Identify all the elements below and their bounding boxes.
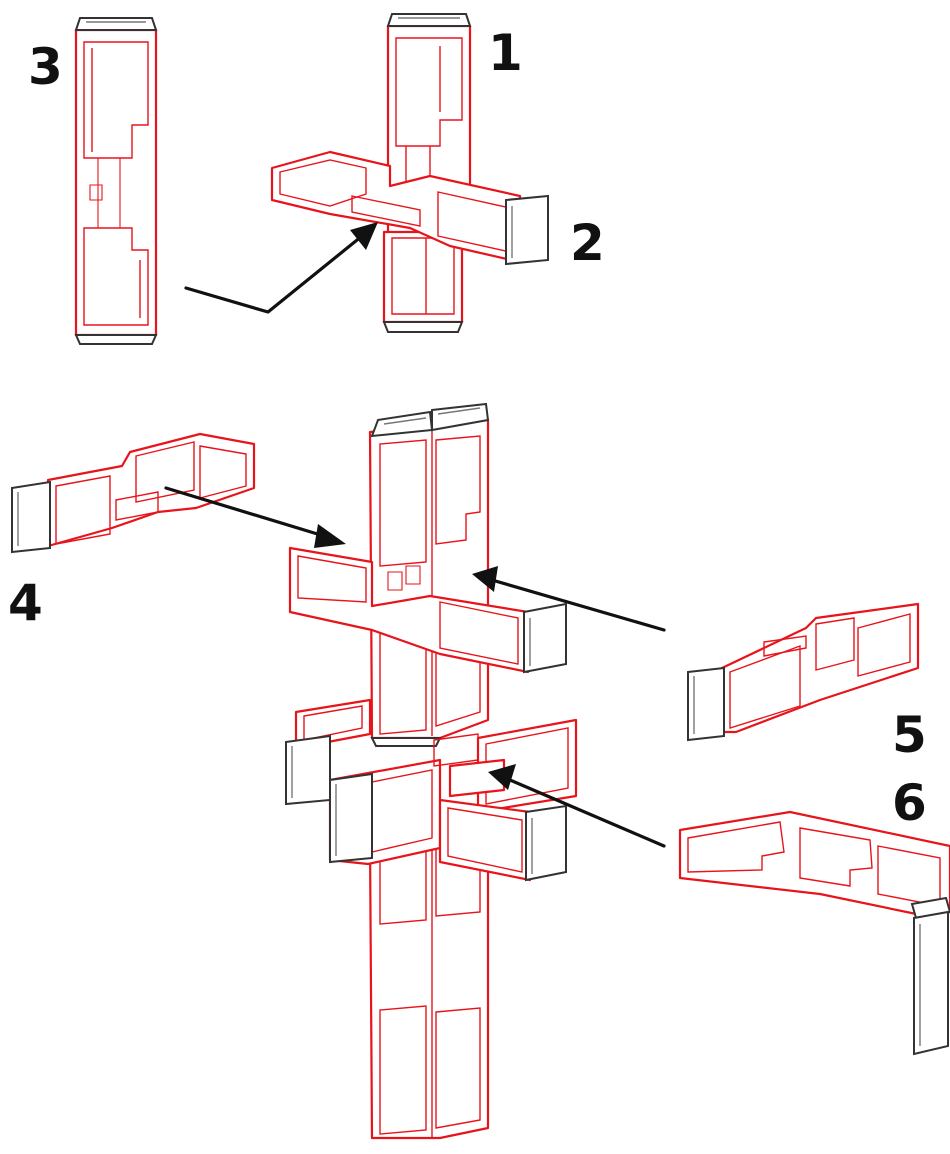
part-2-horizontal-bar [270,150,549,266]
core-vertical-assembly [368,402,490,747]
arrow-step-1 [184,222,378,314]
step-1-group [74,13,549,345]
part-4-horizontal-bar [11,432,256,554]
arrow-step-3 [488,764,666,848]
part-6-horizontal-bar [678,810,950,1056]
part-label-1: 1 [488,24,523,82]
part-5-horizontal-bar [687,602,920,742]
arrow-step-2-right [472,566,666,632]
part-label-2: 2 [570,214,605,272]
arrow-step-2-left [164,486,346,548]
part-3-vertical-bar [74,17,158,345]
part-label-3: 3 [28,38,63,96]
final-left-arms [285,734,442,866]
part-label-6: 6 [892,774,927,832]
core-horizontal-assembly [288,546,567,674]
step-2-group [11,402,920,747]
part-label-5: 5 [892,706,927,764]
final-right-arm [438,798,567,882]
final-center-block [433,733,506,798]
part-label-4: 4 [8,574,43,632]
step-3-group [285,698,950,1140]
